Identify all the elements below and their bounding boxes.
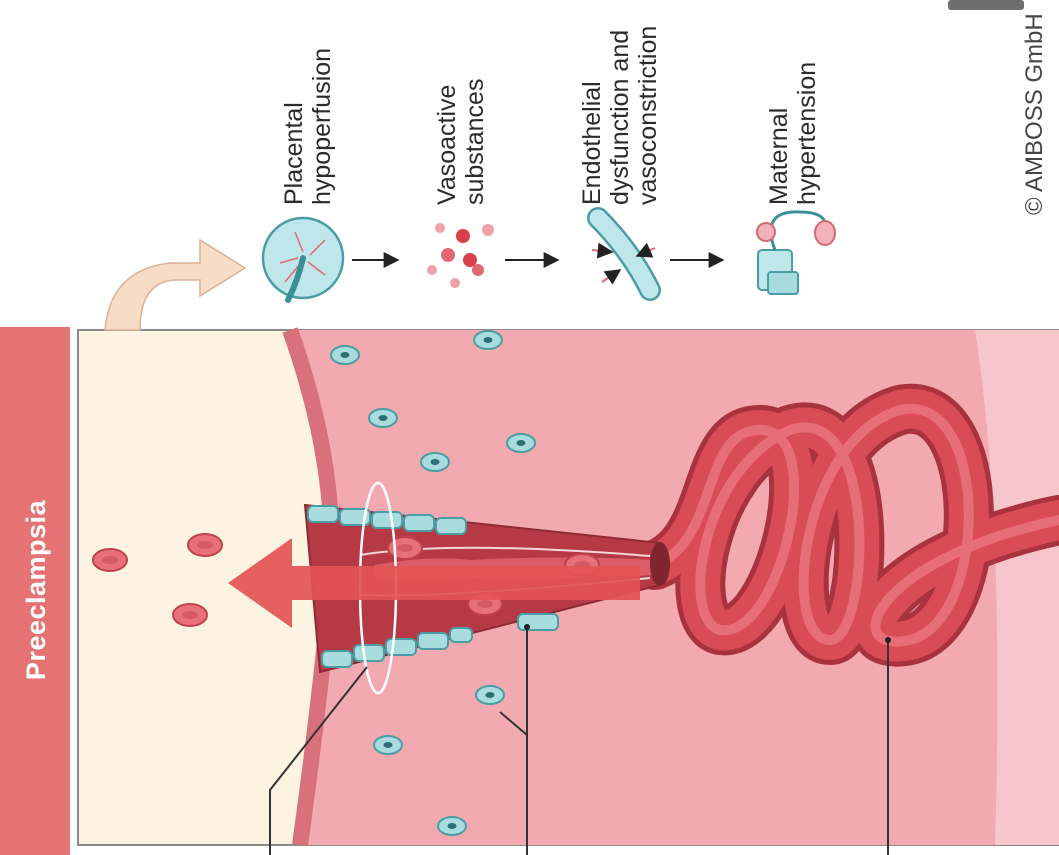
step-1-line2: hypoperfusion	[308, 48, 336, 205]
vasoactive-substances-icon	[427, 223, 494, 288]
blood-pressure-cuff-icon	[757, 212, 835, 294]
curved-arrow-icon	[105, 240, 245, 330]
sidebar-title: Preeclampsia	[21, 499, 51, 680]
placenta-icon	[263, 218, 343, 300]
copyright: © AMBOSS GmbH	[1021, 13, 1048, 215]
step-3-line1: Endothelial	[578, 81, 606, 205]
step-3-line2: dysfunction and	[606, 30, 634, 205]
step-4-line1: Maternal	[765, 108, 793, 205]
step-2-line2: substances	[461, 79, 489, 205]
corner-tab	[948, 0, 1024, 10]
step-2-line1: Vasoactive	[433, 85, 461, 205]
step-1-line1: Placental	[280, 102, 308, 205]
constricted-vessel-icon	[592, 218, 655, 290]
tissue-panel	[78, 330, 1059, 855]
step-3-line3: vasoconstriction	[634, 26, 662, 205]
step-4-line2: hypertension	[793, 62, 821, 205]
